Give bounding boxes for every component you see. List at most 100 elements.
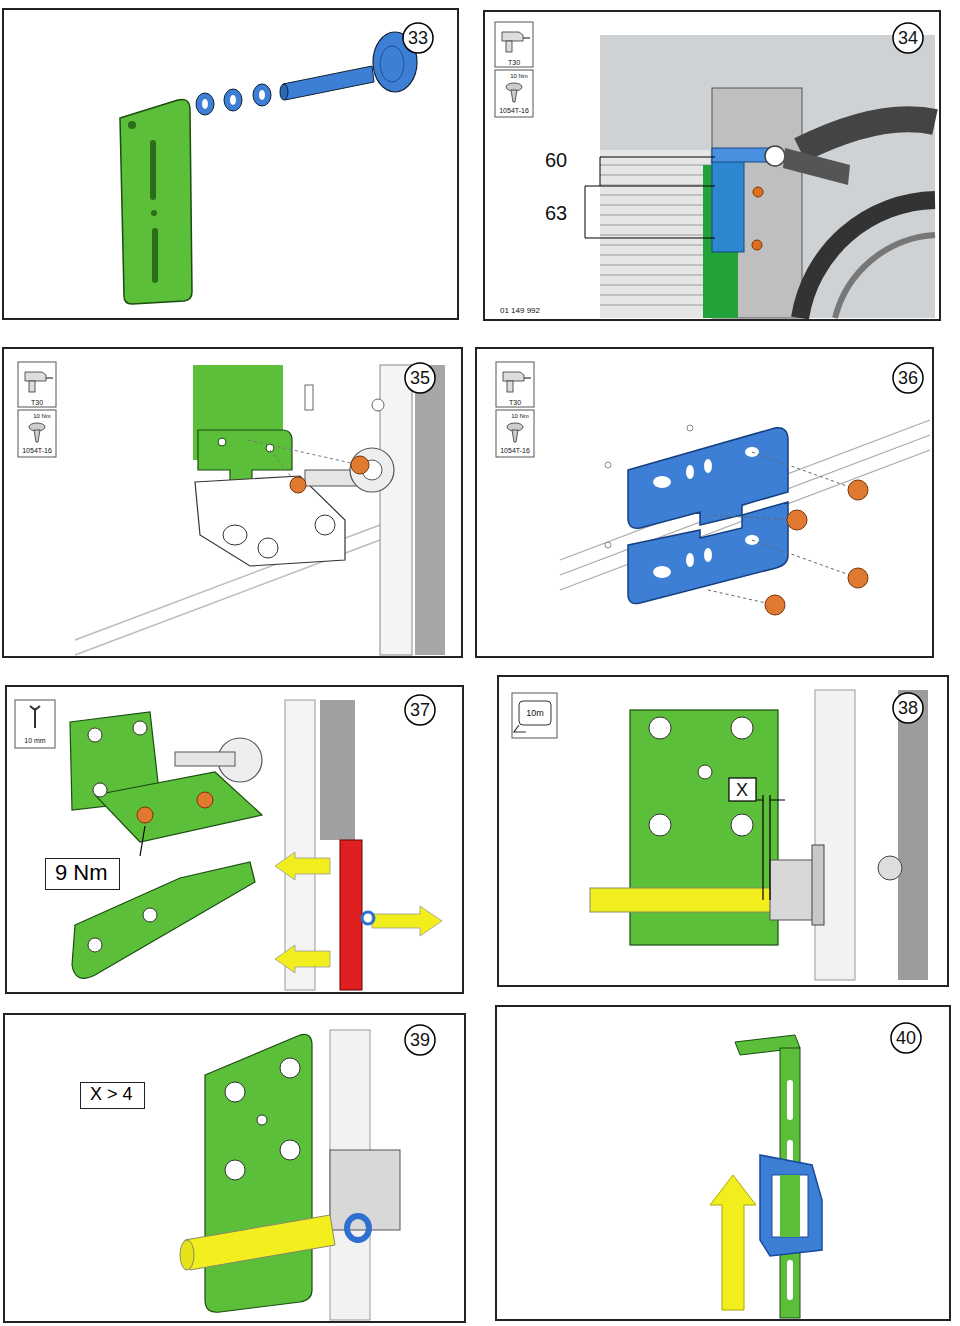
panel-34-part [800,119,935,150]
panel-36-part [848,568,868,588]
callout-number: 40 [896,1029,916,1047]
panel-35-part [405,363,435,393]
torque-value: 10 Nm [510,73,528,79]
panel-37-part [137,807,153,823]
panel-34-part [800,200,935,318]
panel-37-part [275,945,330,973]
panel-39-part [257,1115,267,1125]
panel-36-part [628,502,788,604]
panel-38-part [590,888,775,912]
panel-35-part [258,538,278,558]
panel-37-part [95,772,262,842]
panel-33-part [151,210,157,216]
panel-39-part [347,1216,369,1240]
panel-36-part [686,465,694,479]
panel-35-part [315,515,335,535]
panel-40 [496,1006,950,1320]
panel-38-part [649,717,671,739]
panel-33-part [230,95,236,105]
tool-bit: T30 [508,59,520,66]
part-number: 01 149 992 [500,307,540,315]
panel-34-part [495,22,533,117]
callout-number: 39 [410,1031,430,1049]
torque-value: 10 Nm [33,413,51,419]
panel-40-part [496,1006,950,1320]
panel-33-part [224,89,242,111]
panel-38-part [731,814,753,836]
panel-35-part [248,440,360,485]
panel-38-part [812,845,824,925]
panel-33-part [120,99,192,304]
tape-length: 10m [526,709,544,718]
panel-38-part [757,795,785,900]
box-text: 9 Nm [55,861,110,885]
callout-number: 36 [898,369,918,387]
panel-36-part [687,425,693,431]
panel-33-part [128,121,136,129]
panel-37-part [285,700,315,990]
panel-35-part [18,362,56,457]
panel-33-part [152,228,158,283]
panel-39-part [280,1058,300,1078]
panel-38-part [878,856,902,880]
panel-37-part [6,686,463,993]
panel-39-part [4,1014,465,1322]
panel-34-part [752,240,762,250]
panel-39 [4,1014,465,1322]
screw-code: 1054T-16 [22,447,52,454]
panel-37-part [320,700,355,840]
panel-35-part [195,476,345,566]
panel-33-part [150,140,156,200]
panel-38-part [731,717,753,739]
condition-box: X > 4 [80,1082,145,1109]
callout-number: 35 [410,369,430,387]
panel-38-part [498,676,948,986]
panel-37-part [93,783,107,797]
dimension: 60 [545,150,567,170]
panel-37-part [88,938,102,952]
panel-36-part [765,595,785,615]
torque-box: 9 Nm [45,858,120,890]
panel-34-part [765,146,785,166]
panel-36-part [605,462,611,468]
panel-34-part [835,235,935,318]
panel-33-part [380,46,404,82]
panel-38-part [519,701,551,725]
panel-35-part [350,448,394,492]
panel-38-part [649,814,671,836]
panel-39-part [225,1160,245,1180]
panel-37-part [88,728,102,742]
panel-37-part [133,721,147,735]
panel-33-part [259,90,265,100]
panel-33-part [196,93,214,115]
box-text: X > 4 [90,1085,135,1105]
panel-37-part [340,840,362,990]
panel-35-part [223,525,247,545]
panel-33-part [3,9,458,319]
panel-37-part [197,792,213,808]
callout-number: 34 [898,29,918,47]
panel-36-part [653,476,671,488]
callout-number: 37 [410,701,430,719]
panel-38 [498,676,948,986]
panel-36-part [893,363,923,393]
panel-40-part [780,1175,800,1237]
panel-34-part [600,35,935,318]
panel-37-part [15,700,55,748]
screw-code: 1054T-16 [500,447,530,454]
panel-34-part [600,150,710,318]
panel-35-part [290,477,306,493]
panel-40-part [787,1260,793,1300]
dimension: 63 [545,203,567,223]
panel-40-part [891,1023,921,1053]
panel-38-part [815,690,855,980]
panel-33-part [280,84,288,100]
panel-36-part [787,510,807,530]
panel-34-part [753,187,763,197]
panel-33-part [253,84,271,106]
torque-value: 10 Nm [511,413,529,419]
tool-bit: T30 [509,399,521,406]
callout-number: 38 [898,699,918,717]
